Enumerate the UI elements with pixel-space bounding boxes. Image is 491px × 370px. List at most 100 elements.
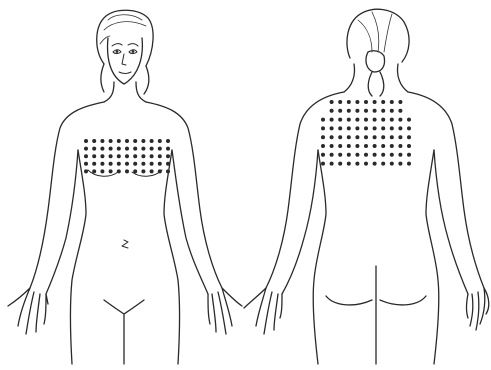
back-dot <box>390 153 394 157</box>
front-dot <box>133 169 137 173</box>
back-dot <box>321 144 325 148</box>
back-left-hand <box>244 288 282 334</box>
back-dot <box>347 126 351 130</box>
back-dot <box>407 126 411 130</box>
back-dot <box>398 100 402 104</box>
front-dot <box>84 154 88 158</box>
back-dot <box>347 118 351 122</box>
front-right-shoulder-arm-outer <box>146 102 222 288</box>
back-dot <box>364 126 368 130</box>
front-dot <box>150 169 154 173</box>
front-dot <box>141 154 145 158</box>
back-dot <box>390 144 394 148</box>
back-dot <box>338 162 342 166</box>
back-dot <box>321 126 325 130</box>
front-neck-left <box>104 82 114 102</box>
front-dot <box>92 162 96 166</box>
front-dot <box>109 162 113 166</box>
back-dot <box>381 100 385 104</box>
back-dot <box>347 135 351 139</box>
back-dot <box>347 153 351 157</box>
back-hair-bun <box>366 51 385 72</box>
back-dot <box>355 126 359 130</box>
front-torso-left <box>71 150 87 364</box>
back-dot <box>321 162 325 166</box>
back-dot <box>355 109 359 113</box>
front-dot <box>100 162 104 166</box>
back-dot <box>390 135 394 139</box>
back-dot <box>407 118 411 122</box>
back-dot <box>330 135 334 139</box>
back-dot <box>330 144 334 148</box>
front-left-shoulder-arm-outer <box>30 102 104 288</box>
back-dot <box>330 100 334 104</box>
front-dot <box>166 169 170 173</box>
back-dot <box>330 153 334 157</box>
back-dot <box>373 126 377 130</box>
front-dot <box>117 154 121 158</box>
back-right-hand <box>467 288 489 330</box>
back-neck-right <box>397 64 408 92</box>
front-dot <box>166 147 170 151</box>
front-right-arm-inner <box>172 150 208 294</box>
back-dot <box>338 100 342 104</box>
front-dot <box>109 169 113 173</box>
back-dot <box>407 144 411 148</box>
front-dot <box>100 147 104 151</box>
back-dot <box>373 109 377 113</box>
back-dot <box>347 162 351 166</box>
back-dot <box>321 153 325 157</box>
back-dot <box>407 153 411 157</box>
front-hair-strands <box>100 15 146 44</box>
back-right-shoulder-arm-outer <box>408 92 484 288</box>
front-neck-right <box>136 82 146 102</box>
back-dot <box>364 118 368 122</box>
back-dot <box>373 153 377 157</box>
front-dot <box>84 139 88 143</box>
back-dot <box>381 126 385 130</box>
front-dot <box>92 147 96 151</box>
back-dot <box>355 118 359 122</box>
back-dot <box>330 162 334 166</box>
front-dot <box>125 147 129 151</box>
back-left-arm-inner <box>282 150 318 294</box>
back-ponytail <box>368 72 384 96</box>
front-dot <box>109 154 113 158</box>
back-hair-strands <box>358 12 392 52</box>
left-eyebrow <box>112 44 122 46</box>
back-dot <box>390 162 394 166</box>
front-dot <box>117 147 121 151</box>
back-dot <box>381 153 385 157</box>
back-dot <box>330 109 334 113</box>
front-dot <box>92 154 96 158</box>
back-dot <box>347 109 351 113</box>
back-dot <box>381 144 385 148</box>
back-dot <box>355 135 359 139</box>
front-dot <box>141 139 145 143</box>
back-dot-grid <box>321 100 411 166</box>
front-dot <box>158 147 162 151</box>
back-dot <box>338 118 342 122</box>
back-dot <box>364 144 368 148</box>
front-dot <box>150 139 154 143</box>
back-dot <box>398 135 402 139</box>
front-dot <box>117 162 121 166</box>
front-dot <box>117 139 121 143</box>
front-dot <box>84 169 88 173</box>
front-dot <box>141 147 145 151</box>
back-dot <box>321 118 325 122</box>
back-dot <box>407 162 411 166</box>
front-dot <box>109 139 113 143</box>
back-dot <box>355 153 359 157</box>
front-dot <box>158 169 162 173</box>
back-dot <box>355 162 359 166</box>
back-dot <box>398 109 402 113</box>
front-dot <box>158 162 162 166</box>
front-dot <box>109 147 113 151</box>
back-dot <box>364 162 368 166</box>
back-dot <box>398 126 402 130</box>
front-dot <box>158 139 162 143</box>
front-dot <box>125 169 129 173</box>
